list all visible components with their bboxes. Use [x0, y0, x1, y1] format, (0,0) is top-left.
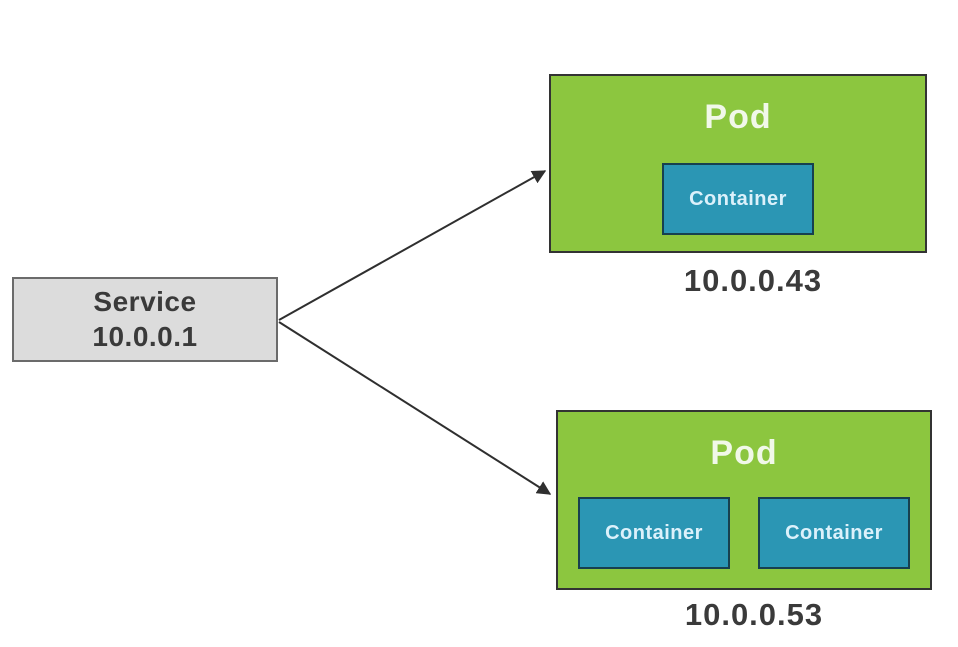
pod-2-label: Pod: [710, 434, 778, 472]
pod-2-containers: Container Container: [558, 497, 930, 569]
pod-1-label: Pod: [704, 98, 772, 136]
arrow-service-to-pod2: [278, 321, 552, 495]
container-label: Container: [689, 187, 787, 210]
service-box: Service 10.0.0.1: [12, 277, 278, 362]
container-box: Container: [578, 497, 730, 569]
pod-box-2: Pod Container Container: [556, 410, 932, 590]
arrow-service-to-pod1: [278, 170, 547, 321]
service-title: Service: [93, 286, 197, 318]
container-box: Container: [758, 497, 910, 569]
container-label: Container: [605, 521, 703, 544]
pod-box-1: Pod Container: [549, 74, 927, 253]
container-box: Container: [662, 163, 814, 235]
pod-2-ip: 10.0.0.53: [684, 597, 824, 632]
container-label: Container: [785, 521, 883, 544]
pod-1-containers: Container: [551, 163, 925, 235]
pod-1-ip: 10.0.0.43: [683, 263, 823, 298]
service-ip: 10.0.0.1: [92, 320, 198, 352]
